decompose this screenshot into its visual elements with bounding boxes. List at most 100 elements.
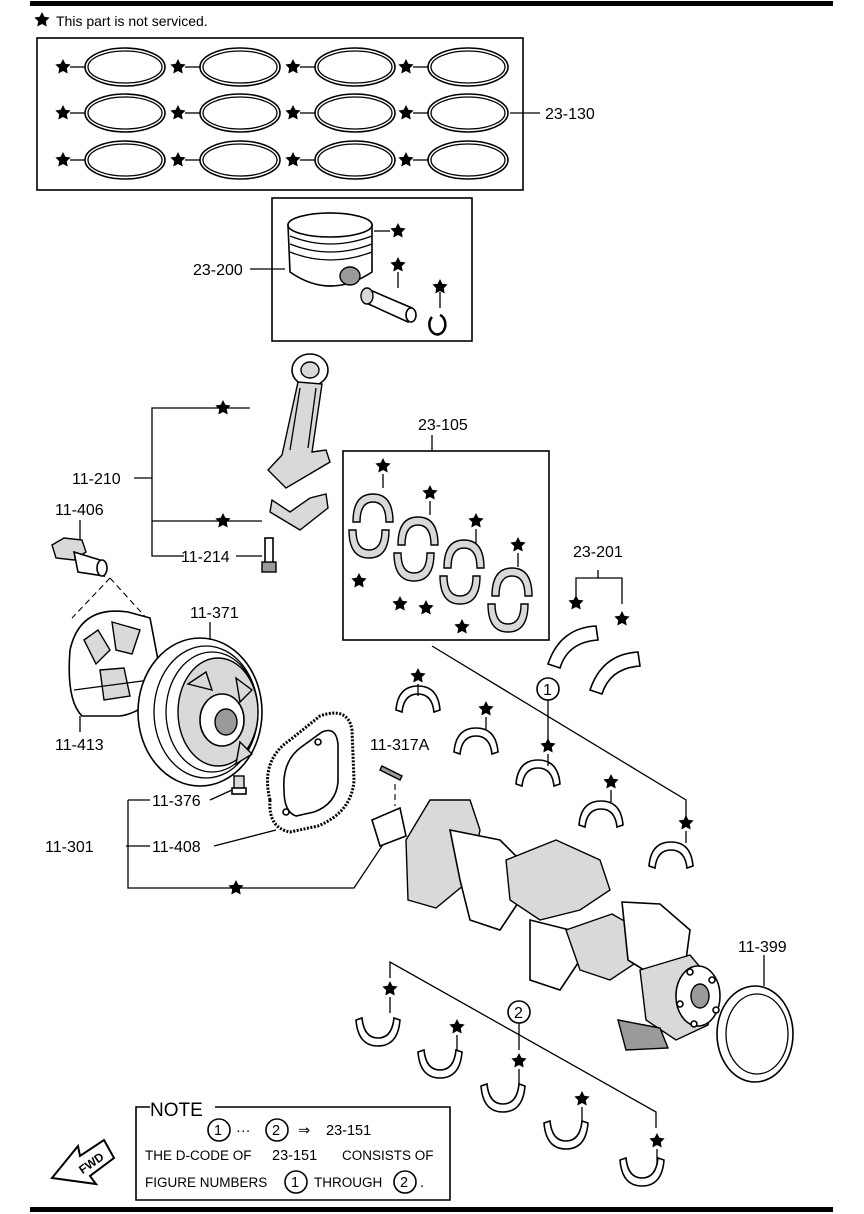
label-23-105[interactable]: 23-105 (418, 417, 468, 434)
star-icon (432, 279, 448, 294)
piston-ring (84, 47, 166, 87)
crankshaft-pulley[interactable] (137, 622, 263, 787)
pulley-bolt[interactable] (209, 775, 247, 801)
figure-number-1: 1 (543, 682, 552, 699)
star-icon (510, 537, 526, 552)
star-icon (574, 1091, 590, 1106)
note-title: NOTE (150, 1100, 203, 1121)
label-11-371[interactable]: 11-371 (190, 605, 239, 622)
connecting-rod[interactable] (134, 353, 331, 573)
label-11-408[interactable]: 11-408 (152, 839, 201, 856)
star-icon (55, 59, 71, 74)
thrust-bearing-set[interactable] (546, 570, 641, 696)
bottom-rule (30, 1207, 833, 1212)
note-code-1[interactable]: 23-151 (326, 1123, 371, 1139)
note-period: . (420, 1175, 424, 1191)
note-code-2[interactable]: 23-151 (272, 1148, 317, 1164)
star-icon (454, 619, 470, 634)
star-icon (285, 105, 301, 120)
label-23-200[interactable]: 23-200 (193, 262, 243, 279)
star-icon (511, 1053, 527, 1068)
label-23-130[interactable]: 23-130 (545, 106, 595, 123)
crankshaft-key[interactable] (379, 765, 403, 806)
star-icon (649, 1133, 665, 1148)
note-fig-2b: 2 (400, 1175, 408, 1191)
star-icon (285, 152, 301, 167)
connecting-rod-bearing-set[interactable] (342, 435, 550, 641)
crankshaft-sprocket[interactable] (68, 610, 159, 732)
star-icon (392, 596, 408, 611)
star-icon (228, 880, 244, 895)
crankshaft[interactable] (371, 799, 721, 1051)
label-11-376[interactable]: 11-376 (152, 793, 201, 810)
note-fig-2: 2 (272, 1123, 280, 1139)
label-11-317a[interactable]: 11-317A (370, 737, 430, 754)
main-bearing-shell (453, 727, 499, 756)
star-icon (540, 738, 556, 753)
star-icon (170, 152, 186, 167)
star-icon (285, 59, 301, 74)
star-icon (614, 611, 630, 626)
star-icon (382, 981, 398, 996)
star-icon (390, 257, 406, 272)
label-11-214[interactable]: 11-214 (181, 549, 230, 566)
label-11-301[interactable]: 11-301 (45, 839, 94, 856)
note-arrow: ⇒ (298, 1123, 310, 1139)
lower-main-bearings[interactable] (355, 960, 665, 1187)
note-line3-a: FIGURE NUMBERS (145, 1175, 267, 1190)
bearing-shell (397, 516, 439, 546)
star-icon (603, 774, 619, 789)
label-11-413[interactable]: 11-413 (55, 737, 104, 754)
main-bearing-shell (417, 1048, 463, 1079)
note-fig-1: 1 (214, 1123, 222, 1139)
bearing-shell (439, 575, 481, 605)
forward-arrow-icon: FWD (50, 1138, 116, 1186)
upper-main-bearings[interactable] (395, 645, 694, 870)
legend-text: This part is not serviced. (56, 13, 208, 29)
main-bearing-shell (480, 1082, 526, 1113)
bearing-shell (487, 603, 529, 633)
bearing-shell (352, 493, 394, 523)
piston-ring (314, 47, 396, 87)
note-line3-b: THROUGH (314, 1175, 382, 1190)
main-bearing-shell (648, 841, 694, 870)
piston-ring (314, 93, 396, 133)
note-box: NOTE 1 ··· 2 ⇒ 23-151 THE D-CODE OF 23-1… (135, 1100, 451, 1201)
star-icon (398, 152, 414, 167)
star-icon (215, 400, 231, 415)
star-icon (170, 59, 186, 74)
main-bearing-shell (543, 1119, 589, 1150)
rear-oil-seal[interactable] (716, 955, 794, 1083)
label-11-399[interactable]: 11-399 (738, 939, 787, 956)
star-icon (478, 701, 494, 716)
bearing-shell (348, 529, 390, 559)
star-icon (170, 105, 186, 120)
piston-ring (427, 47, 509, 87)
crankshaft-pulley-bolt[interactable] (51, 520, 108, 577)
bearing-shell (443, 539, 485, 569)
star-icon (678, 815, 694, 830)
bearing-shell (393, 552, 435, 582)
piston-ring (427, 93, 509, 133)
label-11-210[interactable]: 11-210 (72, 471, 121, 488)
main-bearing-shell (355, 1016, 401, 1047)
label-11-406[interactable]: 11-406 (55, 502, 104, 519)
star-icon (449, 1019, 465, 1034)
figure-number-2: 2 (514, 1005, 523, 1022)
piston-ring (427, 140, 509, 180)
piston-ring (84, 140, 166, 180)
star-icon (390, 223, 406, 238)
pulse-ring[interactable] (213, 711, 356, 847)
star-icon (398, 105, 414, 120)
piston-assembly[interactable] (250, 197, 473, 342)
legend-star-icon (34, 12, 50, 27)
main-bearing-shell (578, 800, 624, 829)
bearing-shell (491, 567, 533, 597)
star-icon (568, 595, 584, 610)
label-23-201[interactable]: 23-201 (573, 544, 623, 561)
piston-ring-set[interactable] (36, 37, 540, 191)
star-icon (375, 458, 391, 473)
note-line2-b: CONSISTS OF (342, 1148, 434, 1163)
piston-ring (199, 47, 281, 87)
